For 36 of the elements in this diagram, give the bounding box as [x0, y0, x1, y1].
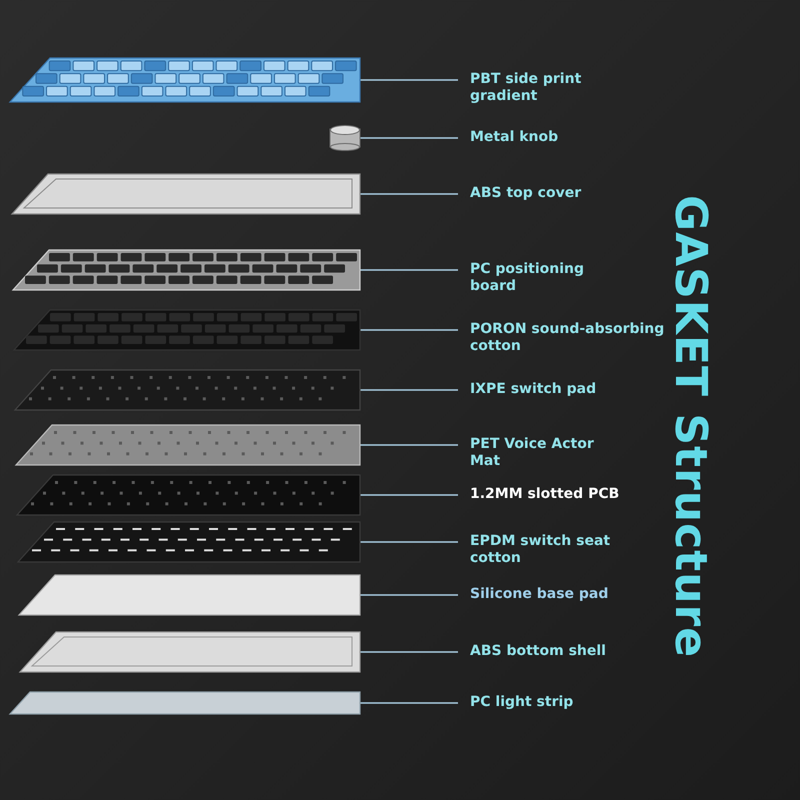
switch-pad-drawing	[15, 370, 360, 410]
leader-line	[360, 329, 458, 331]
leader-line	[360, 651, 458, 653]
leader-line	[360, 193, 458, 195]
part-label: IXPE switch pad	[470, 381, 596, 398]
leader-line	[360, 389, 458, 391]
leader-line	[360, 269, 458, 271]
part-label: Metal knob	[470, 129, 558, 146]
vertical-title: GASKET Structure	[665, 195, 716, 658]
part-label: EPDM switch seat cotton	[470, 533, 620, 567]
leader-line	[360, 594, 458, 596]
keycap-set-drawing	[10, 58, 360, 102]
foam-layer-drawing	[18, 522, 360, 562]
leader-line	[360, 137, 458, 139]
top-cover-drawing	[12, 174, 360, 214]
pcb-drawing	[17, 475, 360, 515]
bottom-shell-drawing	[20, 632, 360, 672]
leader-line	[360, 494, 458, 496]
foam-layer-drawing	[14, 310, 360, 350]
leader-line	[360, 702, 458, 704]
base-pad-drawing	[19, 575, 360, 615]
part-label: PC light strip	[470, 694, 574, 711]
part-label: PBT side print gradient	[470, 71, 620, 105]
leader-line	[360, 79, 458, 81]
leader-line	[360, 541, 458, 543]
part-label: ABS bottom shell	[470, 643, 606, 660]
positioning-board-drawing	[13, 250, 360, 290]
mat-drawing	[16, 425, 360, 465]
part-label: Silicone base pad	[470, 586, 608, 603]
part-label: 1.2MM slotted PCB	[470, 486, 620, 503]
knob-drawing	[330, 125, 360, 151]
leader-line	[360, 444, 458, 446]
part-label: PET Voice Actor Mat	[470, 436, 620, 470]
part-label: ABS top cover	[470, 185, 582, 202]
part-label: PC positioning board	[470, 261, 620, 295]
light-strip-drawing	[10, 692, 360, 714]
